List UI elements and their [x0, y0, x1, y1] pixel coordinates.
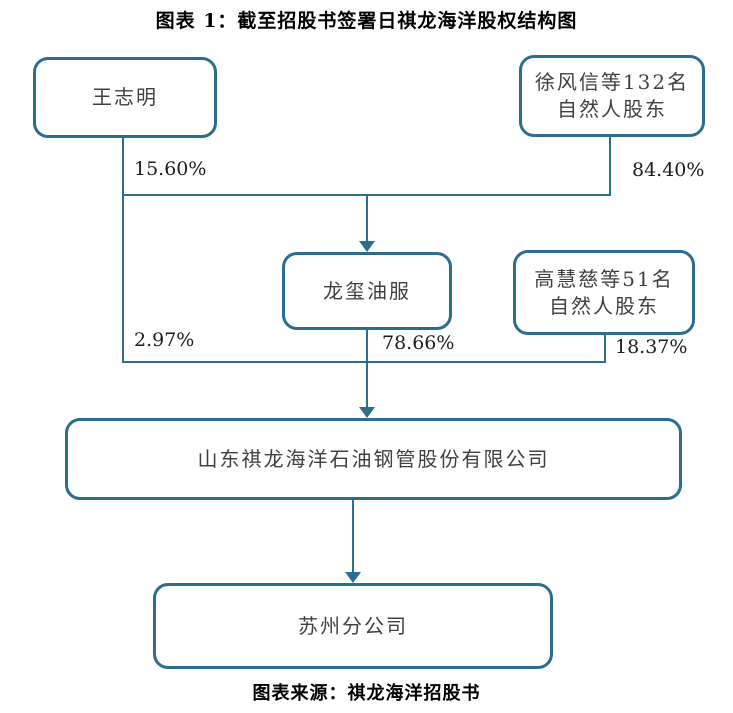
connector-wang-down-line	[122, 136, 124, 363]
source-note: 图表来源：祺龙海洋招股书	[252, 683, 481, 704]
node-shandong-qilong-company: 山东祺龙海洋石油钢管股份有限公司	[65, 418, 682, 500]
node-gaohuici-shareholders: 高慧慈等51名 自然人股东	[513, 250, 695, 335]
node-label-line2: 自然人股东	[557, 97, 667, 121]
node-xufengxin-shareholders: 徐风信等132名 自然人股东	[519, 55, 705, 137]
connector-gao-down-line	[604, 333, 606, 363]
ownership-label-gao-company: 18.37%	[615, 336, 688, 358]
connector-xu-down-line	[609, 135, 611, 196]
node-longxi-oil-service: 龙玺油服	[282, 252, 452, 330]
node-label-line1: 高慧慈等51名	[534, 266, 674, 291]
node-suzhou-branch: 苏州分公司	[153, 583, 553, 669]
connector-mid-horizontal-line	[122, 361, 606, 363]
node-label: 山东祺龙海洋石油钢管股份有限公司	[197, 446, 550, 471]
ownership-label-xu-longxi: 84.40%	[632, 159, 705, 181]
node-label: 王志明	[92, 85, 158, 109]
node-wangzhiming: 王志明	[33, 57, 217, 138]
node-label: 龙玺油服	[323, 278, 411, 303]
connector-to-longxi-line	[366, 194, 368, 244]
ownership-label-wang-company: 2.97%	[134, 329, 195, 351]
ownership-label-wang-longxi: 15.60%	[134, 158, 207, 180]
arrow-into-company-icon	[359, 407, 375, 418]
connector-longxi-down-line	[366, 328, 368, 410]
connector-company-down-line	[352, 498, 354, 575]
node-label-line2: 自然人股东	[549, 293, 659, 318]
diagram-title: 图表 1：截至招股书签署日祺龙海洋股权结构图	[155, 10, 578, 32]
ownership-label-longxi-company: 78.66%	[382, 332, 455, 354]
arrow-into-branch-icon	[345, 572, 361, 583]
arrow-into-longxi-icon	[359, 241, 375, 252]
node-label: 苏州分公司	[298, 613, 408, 638]
node-label-line1: 徐风信等132名	[534, 70, 690, 94]
